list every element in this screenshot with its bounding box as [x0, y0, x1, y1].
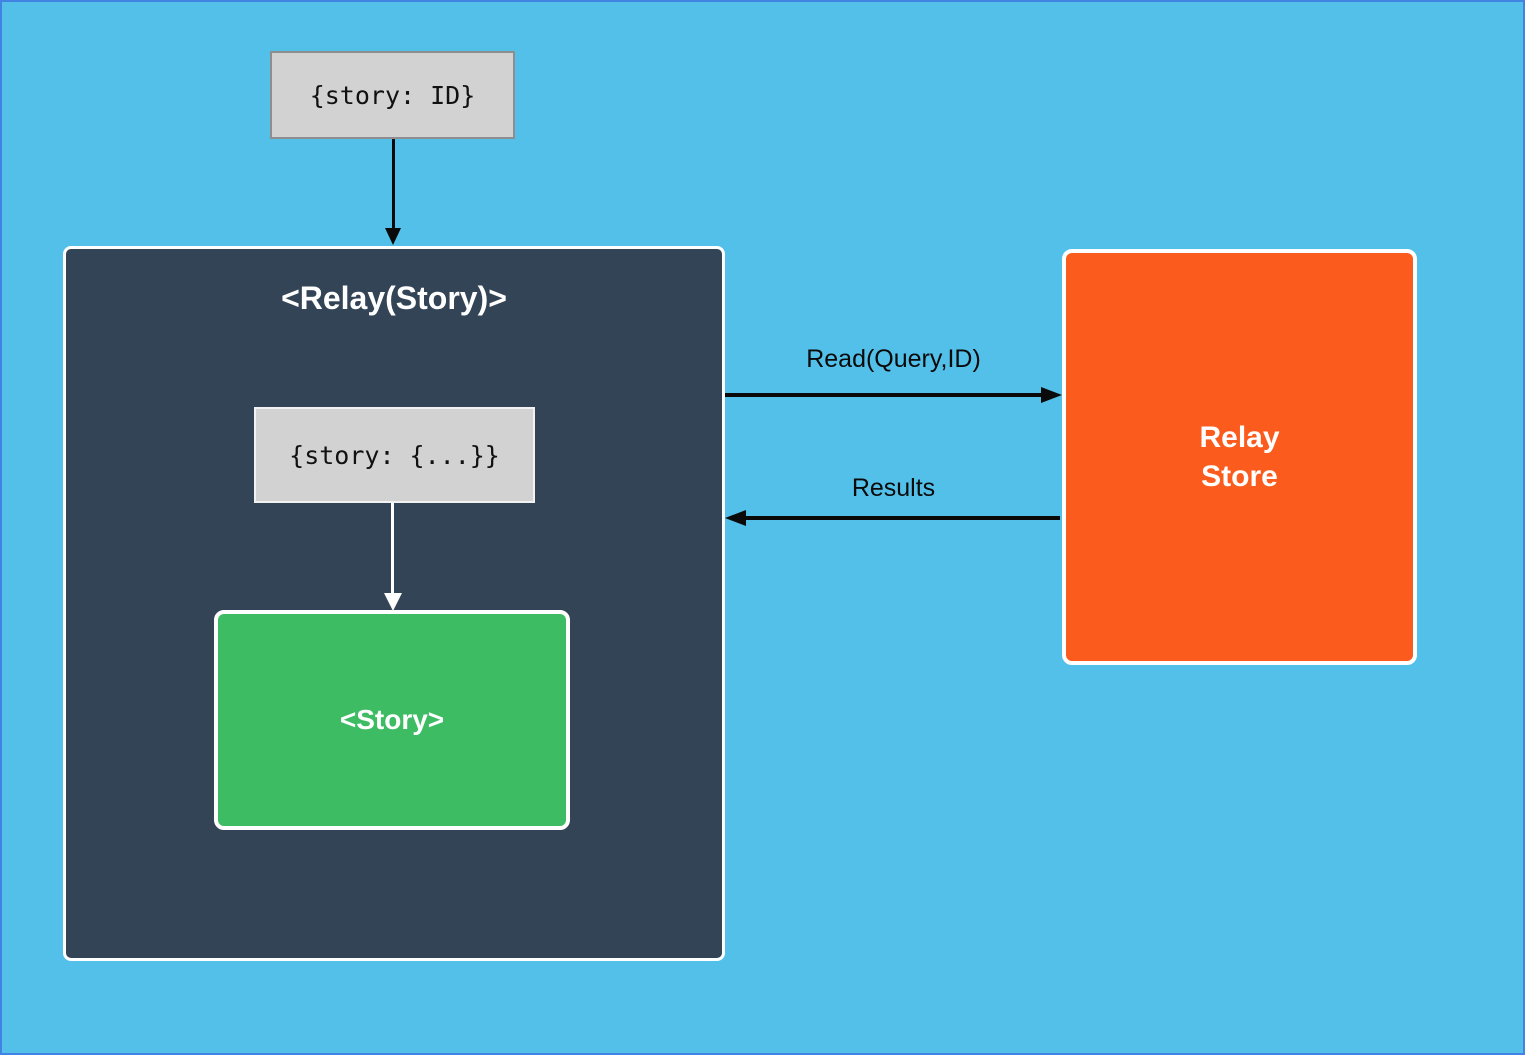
read-arrow-line [725, 393, 1043, 397]
story-component-node: <Story> [214, 610, 570, 830]
props-to-story-arrow-line [391, 503, 394, 593]
arrow-down-icon [385, 228, 401, 245]
relay-store-node: Relay Store [1062, 249, 1417, 665]
arrow-down-white-icon [384, 593, 402, 611]
results-arrow-line [746, 516, 1060, 520]
arrow-left-icon [725, 510, 746, 526]
query-to-relay-arrow-line [392, 139, 395, 228]
arrow-right-icon [1041, 387, 1062, 403]
relay-container-title: <Relay(Story)> [281, 280, 507, 316]
story-props-node: {story: {...}} [254, 407, 535, 503]
results-edge-label: Results [851, 474, 936, 502]
read-edge-label: Read(Query,ID) [806, 345, 981, 373]
query-props-node: {story: ID} [270, 51, 515, 139]
